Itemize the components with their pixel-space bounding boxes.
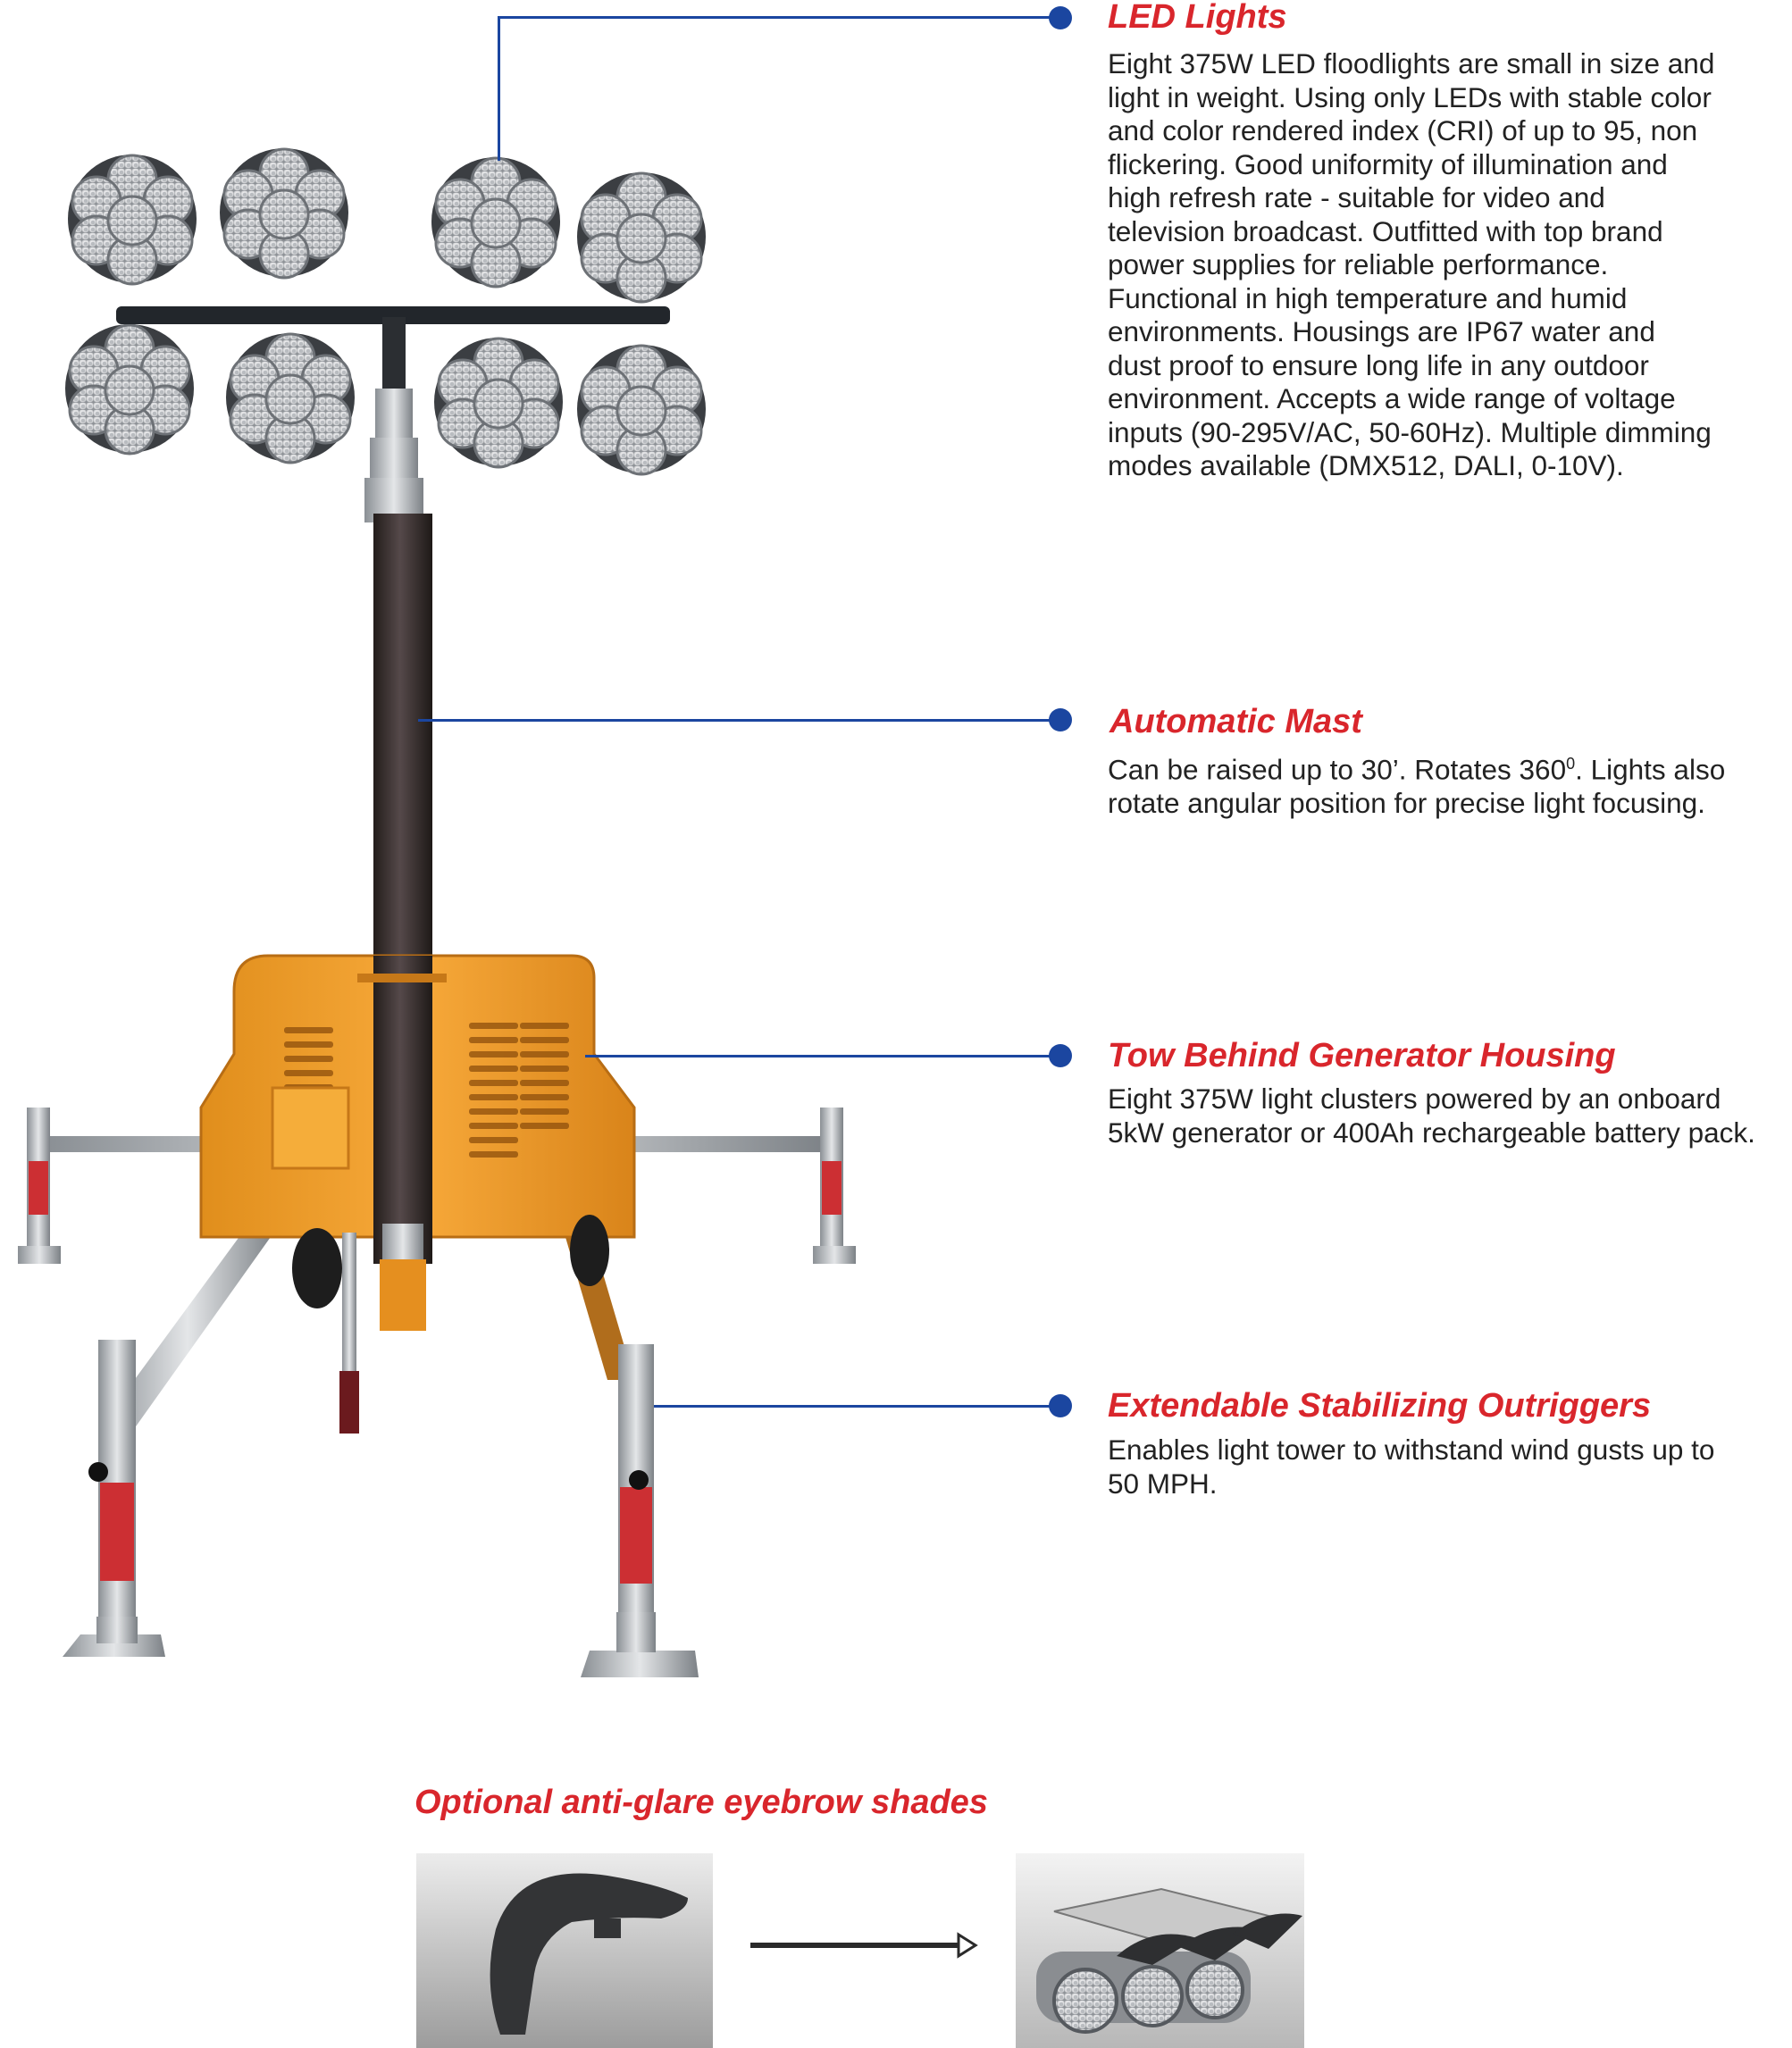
leader-line-outriggers [654,1405,1061,1408]
feature-title-led-lights: LED Lights [1108,0,1287,36]
arrow-icon [750,1932,978,1959]
feature-title-outriggers: Extendable Stabilizing Outriggers [1108,1387,1652,1425]
eyebrow-shade-photo [416,1853,713,2048]
feature-text-generator-housing: Eight 375W light clusters powered by an … [1108,1083,1755,1149]
stabilizing-outrigger [63,1340,165,1657]
feature-text-outriggers: Enables light tower to withstand wind gu… [1108,1434,1715,1500]
light-crossbar [116,306,670,324]
callout-dot-mast [1049,708,1072,731]
feature-title-automatic-mast: Automatic Mast [1110,703,1362,740]
optional-shades-title: Optional anti-glare eyebrow shades [415,1784,988,1821]
shade-on-cluster-photo [1016,1853,1304,2048]
callout-dot-outriggers [1049,1394,1072,1417]
feature-title-generator-housing: Tow Behind Generator Housing [1108,1037,1616,1074]
leader-line-led-vertical [498,16,500,161]
callout-dot-led [1049,6,1072,29]
feature-text-automatic-mast: Can be raised up to 30’. Rotates 3600. L… [1108,753,1726,820]
leader-line-mast [418,719,1061,722]
callout-dot-housing [1049,1044,1072,1067]
feature-text-led-lights: Eight 375W LED floodlights are small in … [1108,47,1715,481]
leader-line-led [498,16,1060,19]
leader-line-housing [585,1055,1061,1057]
degree-superscript: 0 [1566,755,1576,773]
